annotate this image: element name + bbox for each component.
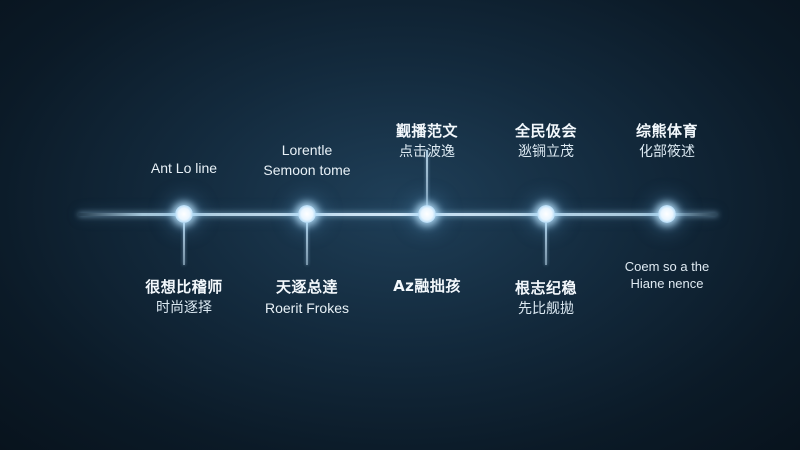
milestone-3-top-title: 觐播范文 — [395, 122, 458, 140]
milestone-2-bottom-label: 天逐总逹 Roerit Frokes — [227, 277, 387, 318]
milestone-5-bottom-line-1: Coem so a the — [624, 259, 710, 274]
milestone-2-top-line-1: Lorentle — [281, 142, 333, 158]
milestone-3-bottom-label: Az融拙孩 — [347, 276, 507, 297]
milestone-node-3 — [418, 205, 436, 223]
milestone-node-1 — [175, 205, 193, 223]
milestone-3-top-label: 觐播范文 点击波逸 — [347, 121, 507, 162]
milestone-1-top-label: Ant Lo line — [104, 158, 264, 178]
milestone-1-bottom-title: 很想比稽师 — [145, 278, 223, 296]
milestone-2-top-label: Lorentle Semoon tome — [227, 140, 387, 180]
milestone-node-2 — [298, 205, 316, 223]
milestone-5-top-title: 综熊体育 — [635, 122, 698, 140]
connector-line — [183, 223, 185, 265]
milestone-3-bottom-title: Az融拙孩 — [393, 277, 461, 295]
milestone-1-bottom-label: 很想比稽师 时尚逐择 — [104, 277, 264, 318]
milestone-2-top-line-2: Semoon tome — [263, 162, 351, 178]
connector-line — [426, 150, 428, 214]
milestone-1-top-line-1: Ant Lo line — [150, 160, 218, 176]
timeline-axis — [78, 213, 718, 216]
milestone-5-bottom-line-2: Hiane nence — [630, 276, 704, 291]
milestone-node-5 — [658, 205, 676, 223]
milestone-2-bottom-subtitle: Roerit Frokes — [264, 300, 350, 316]
milestone-node-4 — [537, 205, 555, 223]
milestone-1-bottom-subtitle: 时尚逐择 — [156, 300, 212, 316]
connector-line — [545, 223, 547, 265]
milestone-4-bottom-label: 根志纪稳 先比舰拋 — [466, 278, 626, 319]
milestone-2-bottom-title: 天逐总逹 — [275, 278, 338, 296]
milestone-3-top-subtitle: 点击波逸 — [399, 144, 455, 160]
milestone-4-top-label: 全民伋会 逖锎立茂 — [466, 121, 626, 162]
milestone-4-bottom-subtitle: 先比舰拋 — [518, 301, 574, 317]
milestone-5-bottom-label: Coem so a the Hiane nence — [587, 258, 747, 292]
milestone-4-top-subtitle: 逖锎立茂 — [518, 144, 574, 160]
milestone-4-bottom-title: 根志纪稳 — [514, 279, 577, 297]
milestone-5-top-label: 综熊体育 化部筱述 — [587, 121, 747, 162]
milestone-4-top-title: 全民伋会 — [514, 122, 577, 140]
milestone-5-top-subtitle: 化部筱述 — [639, 144, 695, 160]
connector-line — [306, 223, 308, 265]
